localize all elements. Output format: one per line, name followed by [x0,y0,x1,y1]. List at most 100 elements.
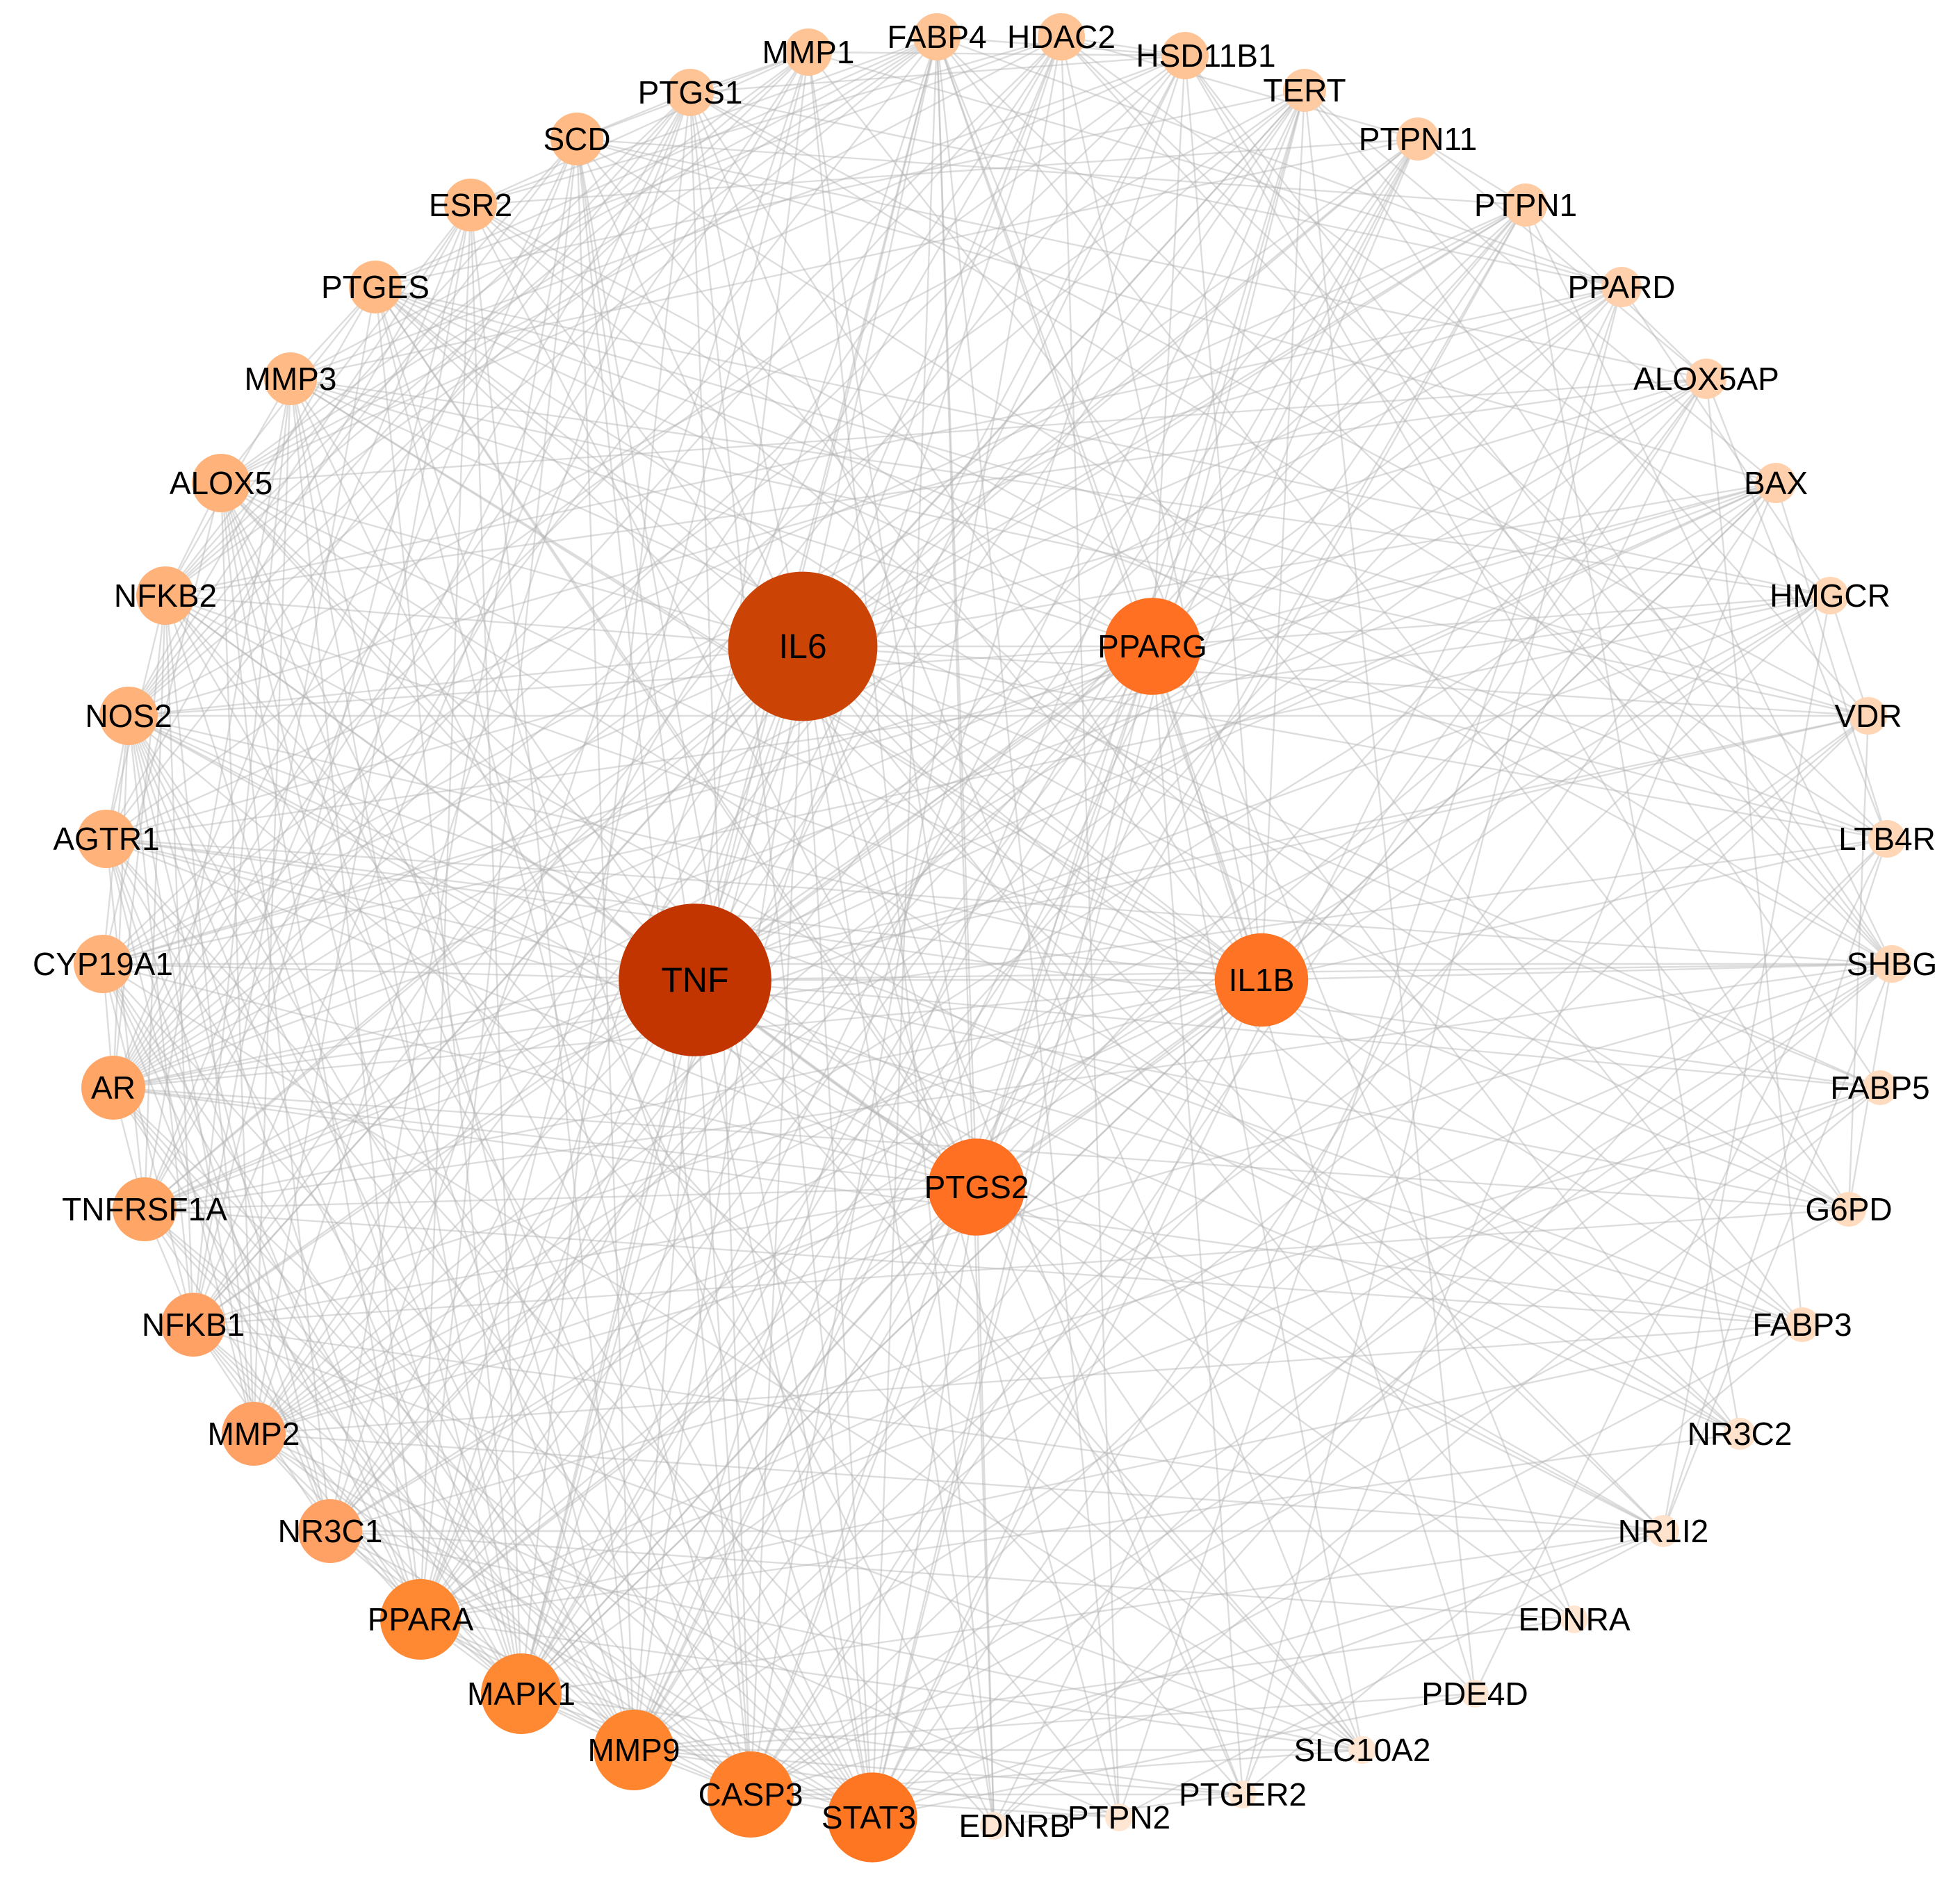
node-il6[interactable]: IL6 [728,571,878,721]
node-circle-ppard[interactable] [1601,267,1642,307]
node-ppara[interactable]: PPARA [368,1579,474,1660]
node-circle-cyp19a1[interactable] [74,935,132,993]
node-circle-pparg[interactable] [1104,598,1201,695]
node-mmp9[interactable]: MMP9 [588,1710,680,1790]
node-g6pd[interactable]: G6PD [1805,1191,1892,1227]
node-circle-fabp4[interactable] [913,13,961,60]
node-nr1i2[interactable]: NR1I2 [1618,1513,1708,1549]
node-scd[interactable]: SCD [543,113,611,165]
node-ptpn1[interactable]: PTPN1 [1474,183,1577,227]
node-circle-ppara[interactable] [380,1579,461,1660]
node-esr2[interactable]: ESR2 [429,179,512,231]
node-nfkb2[interactable]: NFKB2 [114,566,217,625]
node-hmgcr[interactable]: HMGCR [1770,577,1890,614]
node-circle-ptges[interactable] [349,261,402,313]
node-alox5[interactable]: ALOX5 [170,454,272,512]
node-nos2[interactable]: NOS2 [85,687,172,745]
node-circle-mmp1[interactable] [785,28,832,76]
node-circle-ednra[interactable] [1560,1605,1588,1633]
node-ptgs1[interactable]: PTGS1 [638,69,743,116]
node-circle-vdr[interactable] [1849,697,1887,735]
node-circle-slc10a2[interactable] [1348,1736,1376,1764]
node-ar[interactable]: AR [81,1056,145,1120]
node-circle-ednrb[interactable] [980,1812,1008,1840]
node-circle-fabp3[interactable] [1785,1307,1820,1342]
node-circle-stat3[interactable] [827,1772,917,1863]
node-nr3c1[interactable]: NR3C1 [278,1499,383,1563]
node-circle-il6[interactable] [728,571,878,721]
node-pparg[interactable]: PPARG [1097,598,1207,695]
node-tert[interactable]: TERT [1263,69,1346,112]
node-circle-ptpn2[interactable] [1105,1804,1133,1831]
node-circle-ltb4r[interactable] [1868,820,1906,858]
node-tnfrsf1a[interactable]: TNFRSF1A [62,1177,227,1241]
node-hsd11b1[interactable]: HSD11B1 [1136,32,1276,79]
node-circle-ptpn1[interactable] [1504,183,1547,227]
node-shbg[interactable]: SHBG [1847,945,1937,983]
node-fabp4[interactable]: FABP4 [887,13,987,60]
node-circle-nos2[interactable] [99,687,158,745]
node-ednrb[interactable]: EDNRB [958,1808,1070,1844]
node-mmp2[interactable]: MMP2 [208,1402,300,1466]
node-pde4d[interactable]: PDE4D [1421,1676,1528,1712]
node-vdr[interactable]: VDR [1834,697,1902,735]
node-circle-ptgs1[interactable] [667,69,714,116]
node-ednra[interactable]: EDNRA [1518,1601,1630,1637]
node-bax[interactable]: BAX [1744,463,1808,503]
node-circle-hsd11b1[interactable] [1161,32,1209,79]
node-circle-mapk1[interactable] [481,1653,562,1734]
node-circle-bax[interactable] [1756,463,1796,503]
node-circle-nfkb1[interactable] [161,1293,225,1357]
node-fabp3[interactable]: FABP3 [1752,1307,1852,1343]
node-tnf[interactable]: TNF [619,903,771,1056]
node-circle-fabp5[interactable] [1863,1070,1897,1105]
node-circle-scd[interactable] [550,113,603,165]
node-circle-nr1i2[interactable] [1647,1515,1679,1547]
node-nfkb1[interactable]: NFKB1 [142,1293,245,1357]
node-il1b[interactable]: IL1B [1214,933,1309,1027]
node-circle-nr3c2[interactable] [1724,1418,1756,1450]
node-circle-tnf[interactable] [619,903,771,1056]
node-circle-tnfrsf1a[interactable] [113,1177,177,1241]
node-alox5ap[interactable]: ALOX5AP [1633,359,1779,399]
node-circle-ptger2[interactable] [1229,1781,1257,1808]
node-circle-agtr1[interactable] [77,810,136,868]
node-circle-shbg[interactable] [1873,945,1911,983]
node-circle-g6pd[interactable] [1831,1192,1866,1227]
node-ptges[interactable]: PTGES [321,261,430,313]
node-fabp5[interactable]: FABP5 [1830,1070,1929,1106]
node-circle-hdac2[interactable] [1038,13,1085,60]
node-hdac2[interactable]: HDAC2 [1007,13,1116,60]
node-circle-mmp9[interactable] [594,1710,674,1790]
node-circle-alox5[interactable] [192,454,250,512]
node-circle-hmgcr[interactable] [1811,577,1849,614]
node-circle-ar[interactable] [81,1056,145,1120]
node-ltb4r[interactable]: LTB4R [1838,820,1936,858]
node-circle-ptgs2[interactable] [928,1138,1025,1236]
node-cyp19a1[interactable]: CYP19A1 [33,935,173,993]
node-stat3[interactable]: STAT3 [822,1772,917,1863]
node-casp3[interactable]: CASP3 [699,1751,803,1838]
node-ptpn11[interactable]: PTPN11 [1359,117,1477,161]
node-circle-ptpn11[interactable] [1396,117,1439,161]
node-slc10a2[interactable]: SLC10A2 [1294,1732,1431,1768]
node-mmp3[interactable]: MMP3 [245,352,337,405]
node-circle-pde4d[interactable] [1461,1680,1489,1708]
node-mapk1[interactable]: MAPK1 [467,1653,575,1734]
node-circle-mmp2[interactable] [222,1402,286,1466]
node-mmp1[interactable]: MMP1 [762,28,855,76]
node-circle-nfkb2[interactable] [136,566,195,625]
node-ptpn2[interactable]: PTPN2 [1068,1799,1170,1835]
node-circle-tert[interactable] [1283,69,1326,112]
node-circle-il1b[interactable] [1214,933,1309,1027]
node-ptgs2[interactable]: PTGS2 [924,1138,1029,1236]
node-ptger2[interactable]: PTGER2 [1179,1776,1307,1813]
node-ppard[interactable]: PPARD [1567,267,1676,307]
node-agtr1[interactable]: AGTR1 [53,810,160,868]
node-circle-alox5ap[interactable] [1686,359,1726,399]
node-circle-casp3[interactable] [708,1751,794,1838]
node-nr3c2[interactable]: NR3C2 [1688,1416,1792,1452]
node-circle-esr2[interactable] [444,179,497,231]
node-circle-nr3c1[interactable] [298,1499,362,1563]
node-circle-mmp3[interactable] [264,352,317,405]
